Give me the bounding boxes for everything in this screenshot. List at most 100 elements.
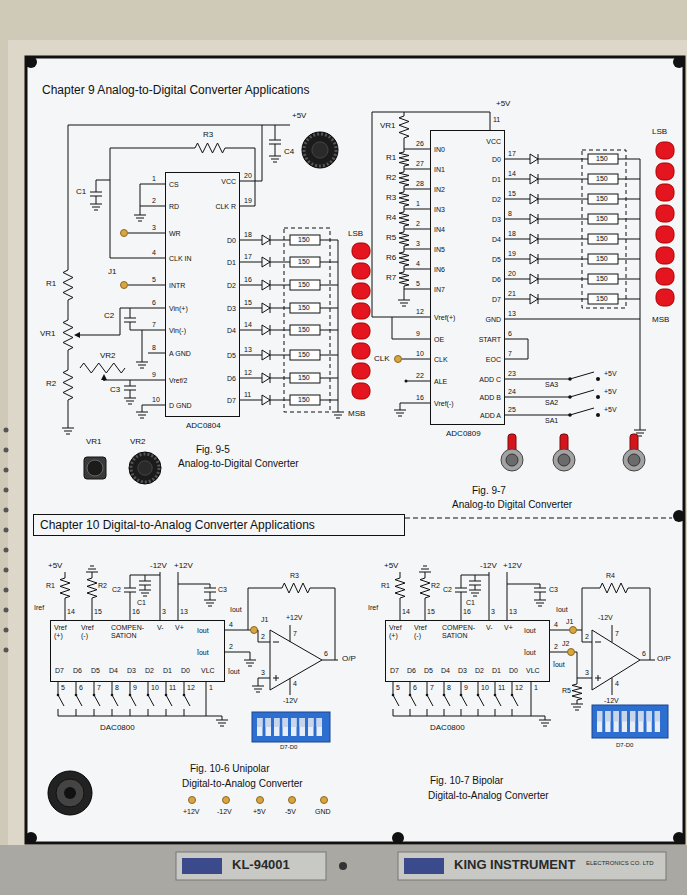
test-jack <box>251 627 258 634</box>
pin-number: 1 <box>534 684 538 691</box>
capacitor-symbol <box>534 588 546 589</box>
pin-stub <box>512 682 513 694</box>
component-label: J1 <box>261 616 268 623</box>
wire <box>320 355 338 356</box>
pin-stub <box>505 199 520 200</box>
pin-name: CLK <box>434 356 448 364</box>
wire <box>400 403 413 410</box>
led-symbol <box>262 350 270 360</box>
component-label: J1 <box>566 618 573 625</box>
supply-label: +5V <box>292 112 306 120</box>
capacitor-symbol <box>124 588 136 589</box>
wire <box>178 584 210 585</box>
pin-stub <box>240 308 255 309</box>
pin-number: 7 <box>97 684 101 691</box>
component-label: R5 <box>562 687 571 694</box>
pin-number: 4 <box>293 680 297 687</box>
wire <box>400 598 401 606</box>
supply-label: +12V <box>503 562 522 570</box>
pin-name: V+ <box>504 624 513 632</box>
ground-symbol <box>136 218 144 219</box>
wire <box>58 709 59 716</box>
pin-name: D7 <box>55 667 64 675</box>
wire <box>404 229 413 230</box>
led-symbol <box>530 214 538 224</box>
wire <box>612 625 613 642</box>
figure-caption: Fig. 10-6 Unipolar <box>190 764 269 774</box>
ground-symbol <box>536 603 544 604</box>
wire <box>520 319 640 320</box>
ground-symbol <box>218 723 226 724</box>
pin-number: 28 <box>416 180 424 187</box>
ground-symbol <box>473 596 477 597</box>
component-label: SA2 <box>545 399 558 406</box>
pin-name: IN4 <box>434 226 445 234</box>
pin-stub <box>550 630 565 631</box>
dip-lever <box>283 718 289 736</box>
trimmer-knob <box>87 460 103 476</box>
wire <box>393 709 394 716</box>
wire <box>404 209 405 212</box>
wire <box>68 400 69 428</box>
ground-symbol <box>204 600 216 601</box>
pin-stub <box>240 262 255 263</box>
dip-lever-knob <box>597 711 602 722</box>
pin-name: Vref(+) <box>434 314 455 322</box>
wire <box>68 125 69 270</box>
supply-label: +5V <box>604 406 617 413</box>
text-label: KING INSTRUMENT <box>454 858 575 871</box>
pin-name: D1 <box>163 667 172 675</box>
pin-number: 5 <box>61 684 65 691</box>
pin-name: VLC <box>201 667 215 675</box>
wire <box>104 380 148 381</box>
chip-name: DAC0800 <box>100 724 135 732</box>
ground-symbol <box>334 415 342 416</box>
wire <box>404 112 405 116</box>
capacitor-symbol <box>124 386 136 387</box>
pin-number: 11 <box>244 391 251 398</box>
pin-number: 7 <box>430 684 434 691</box>
pin-number: 10 <box>151 684 159 691</box>
resistor-symbol <box>399 172 409 186</box>
wire <box>538 179 588 180</box>
pin-number: 3 <box>416 240 420 247</box>
pin-stub <box>76 682 77 694</box>
pin-stub <box>413 189 430 190</box>
switch-blade <box>512 695 518 706</box>
screw <box>673 832 685 844</box>
component-label: C3 <box>218 586 227 593</box>
component-label: R6 <box>386 254 396 262</box>
ground-symbol <box>541 723 549 724</box>
switch-blade <box>130 695 136 706</box>
ground-symbol <box>421 569 429 570</box>
pin-name: VLC <box>526 667 540 675</box>
pin-number: 6 <box>508 330 512 337</box>
pin-number: 8 <box>508 210 512 217</box>
text-label: D7-D0 <box>616 742 633 748</box>
resistor-box <box>588 274 618 284</box>
ground-symbol <box>400 303 408 304</box>
switch-blade <box>495 695 501 706</box>
pin-number: 2 <box>229 643 233 650</box>
wire <box>145 575 146 581</box>
pin-name: IN5 <box>434 246 445 254</box>
pin-number: 19 <box>244 197 252 204</box>
component-label: C1 <box>466 599 475 606</box>
text-label: MSB <box>652 316 669 324</box>
screw <box>25 56 37 68</box>
dip-lever <box>605 711 610 732</box>
knob <box>129 452 161 484</box>
wire <box>255 240 262 241</box>
figure-caption: Fig. 9-7 <box>472 486 506 496</box>
pin-stub <box>148 206 165 207</box>
pin-name: V- <box>486 624 493 632</box>
logo-badge <box>182 858 222 874</box>
ground-symbol <box>254 689 262 690</box>
wire <box>577 700 578 704</box>
pin-number: 16 <box>416 394 424 401</box>
pin-stub <box>58 682 59 694</box>
supply-rail <box>372 112 490 113</box>
pin-stub <box>166 682 167 694</box>
pin-stub <box>413 209 430 210</box>
pin-stub <box>148 682 149 694</box>
